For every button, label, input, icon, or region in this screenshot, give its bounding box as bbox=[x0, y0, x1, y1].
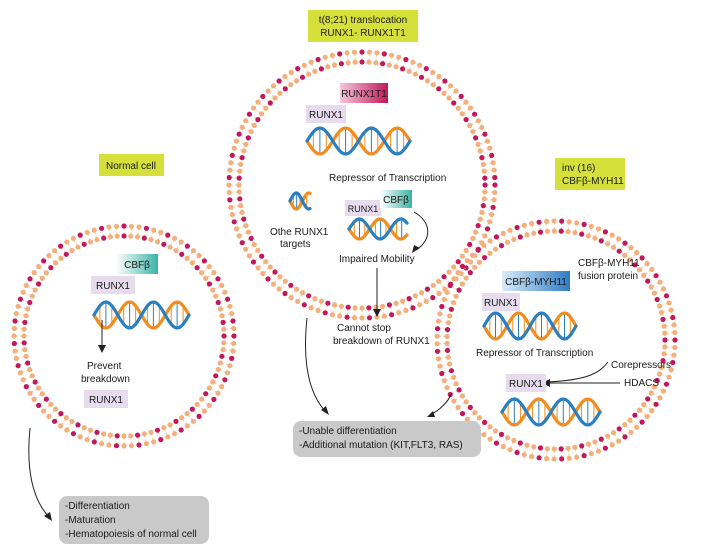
dna-helices bbox=[92, 126, 602, 427]
normal-prevent-text: Prevent bbox=[87, 361, 122, 372]
cbfb-myh11-label: CBFβ-MYH11 bbox=[505, 277, 567, 288]
normal-runx1-tag bbox=[91, 276, 135, 294]
inversion-tag-line2: CBFβ-MYH11 bbox=[562, 176, 624, 187]
translocation-repressor-text: Repressor of Transcription bbox=[329, 173, 446, 184]
translocation-tag-line1: t(8;21) translocation bbox=[319, 15, 407, 26]
translocation-runx1-label: RUNX1 bbox=[309, 110, 343, 121]
normal-dna-helix bbox=[92, 300, 191, 330]
inversion-runx1-bottom-label: RUNX1 bbox=[509, 379, 543, 390]
other-targets-dna-helix bbox=[288, 191, 312, 211]
normal-outcome-arrowhead bbox=[44, 512, 52, 521]
normal-breakdown-text: breakdown bbox=[81, 374, 130, 385]
runx1t1-tag bbox=[340, 83, 388, 103]
normal-outcome-line3: -Hematopoiesis of normal cell bbox=[65, 529, 197, 540]
translocation-cbfb-label: CBFβ bbox=[383, 195, 409, 206]
normal-cell-tag-text: Normal cell bbox=[106, 161, 156, 172]
abnormal-outcome-line1: -Unable differentiation bbox=[299, 426, 397, 437]
fusion-protein-line1: CBFβ-MYH11 bbox=[578, 258, 640, 269]
inversion-runx1-bottom-tag bbox=[506, 374, 546, 392]
translocation-runx1-small-tag bbox=[345, 200, 381, 216]
translocation-tag-line2: RUNX1- RUNX1T1 bbox=[320, 28, 406, 39]
cbfb-myh11-tag bbox=[502, 271, 570, 291]
inversion-tag-line1: inv (16) bbox=[562, 163, 595, 174]
corepressors-text: Corepressors bbox=[611, 360, 671, 371]
inversion-outcome-arrowhead bbox=[427, 411, 435, 417]
normal-cbfb-tag bbox=[116, 254, 158, 274]
impaired-mobility-text: Impaired Mobility bbox=[339, 254, 415, 265]
cannot-stop-line2: breakdown of RUNX1 bbox=[333, 336, 430, 347]
normal-runx1-bottom-tag bbox=[84, 390, 128, 408]
normal-outcome-arrow bbox=[28, 427, 51, 519]
runx1t1-label: RUNX1T1 bbox=[341, 89, 387, 100]
impaired-down-arrowhead bbox=[373, 309, 381, 317]
translocation-small-dna-helix bbox=[347, 217, 409, 241]
hdacs-text: HDACS bbox=[624, 378, 659, 389]
inversion-tag bbox=[555, 158, 625, 190]
normal-cell-tag bbox=[99, 154, 164, 176]
abnormal-outcome-line2: -Additional mutation (KIT,FLT3, RAS) bbox=[299, 440, 463, 451]
abnormal-outcome-box bbox=[293, 421, 481, 457]
cbfb-curved-arrow bbox=[413, 211, 429, 251]
translocation-dna-helix bbox=[305, 126, 412, 156]
inversion-bottom-dna-helix bbox=[500, 397, 602, 427]
inversion-runx1-tag bbox=[482, 293, 520, 311]
translocation-cbfb-tag bbox=[380, 190, 412, 208]
normal-runx1-label: RUNX1 bbox=[96, 281, 130, 292]
inversion-cell-membrane bbox=[434, 218, 678, 462]
normal-cell-membrane bbox=[11, 223, 237, 449]
normal-down-arrowhead bbox=[98, 345, 106, 353]
inversion-runx1-label: RUNX1 bbox=[484, 298, 518, 309]
translocation-outcome-arrow bbox=[305, 317, 327, 413]
cannot-stop-line1: Cannot stop bbox=[337, 323, 391, 334]
translocation-runx1-tag bbox=[306, 105, 346, 123]
translocation-tag bbox=[308, 10, 418, 42]
other-targets-line1: Othe RUNX1 bbox=[270, 227, 329, 238]
translocation-runx1-small-label: RUNX1 bbox=[348, 204, 379, 214]
normal-runx1-bottom-label: RUNX1 bbox=[89, 395, 123, 406]
corepressors-arrow bbox=[547, 361, 609, 383]
normal-outcome-line2: -Maturation bbox=[65, 515, 116, 526]
normal-outcome-box bbox=[59, 496, 209, 544]
cbfb-curved-arrowhead bbox=[412, 245, 420, 253]
normal-cbfb-label: CBFβ bbox=[124, 260, 150, 271]
inversion-dna-helix bbox=[482, 311, 578, 341]
inversion-repressor-text: Repressor of Transcription bbox=[476, 348, 593, 359]
cell-membranes bbox=[11, 49, 678, 462]
other-targets-line2: targets bbox=[280, 239, 311, 250]
translocation-cell-membrane bbox=[226, 49, 498, 321]
fusion-protein-line2: fusion protein bbox=[578, 271, 638, 282]
translocation-outcome-arrowhead bbox=[321, 406, 329, 415]
normal-outcome-line1: -Differentiation bbox=[65, 501, 130, 512]
